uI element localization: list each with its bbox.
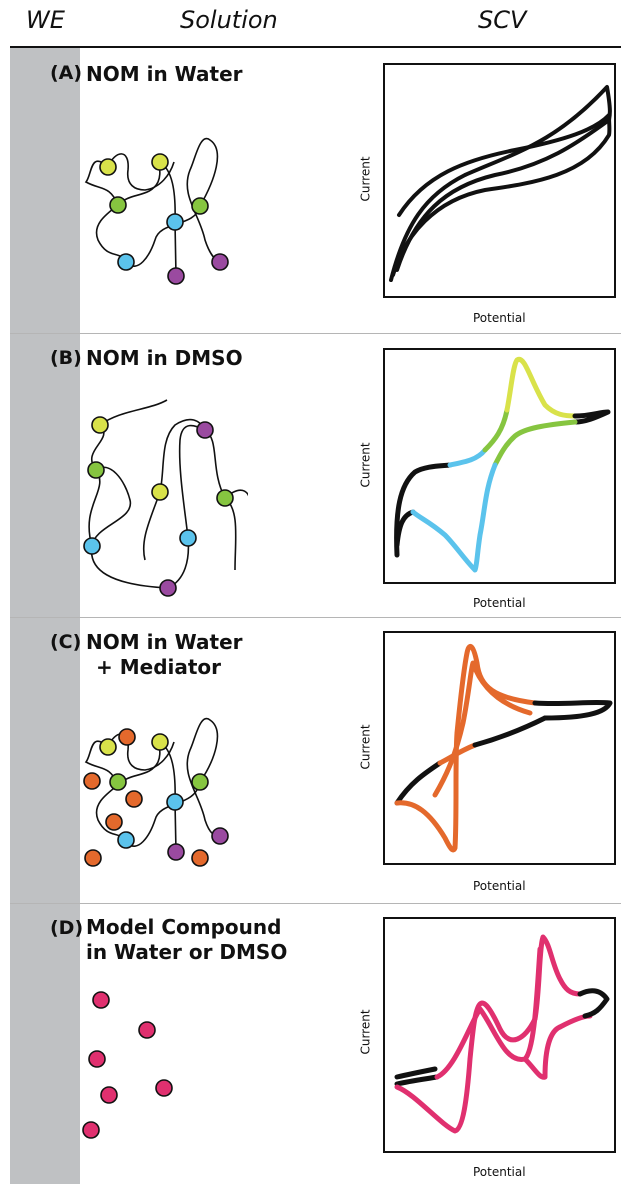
- compound-pink: [138, 1021, 156, 1039]
- molecule-blue: [117, 253, 135, 271]
- working-electrode-bar: [10, 48, 80, 1184]
- compound-pink: [155, 1079, 173, 1097]
- panel-a-xlabel: Potential: [473, 311, 526, 325]
- molecule-yellow: [99, 738, 117, 756]
- molecule-blue: [83, 537, 101, 555]
- panel-b-label: (B): [50, 347, 82, 369]
- compound-pink: [88, 1050, 106, 1068]
- molecule-green: [191, 197, 209, 215]
- panel-d-label: (D): [50, 917, 84, 939]
- header-we: WE: [26, 6, 65, 34]
- panel-a-cv-plot: [383, 63, 616, 298]
- molecule-green: [87, 461, 105, 479]
- panel-b-nom-illustration: [83, 399, 248, 597]
- header-scv: SCV: [478, 6, 527, 34]
- molecule-blue: [179, 529, 197, 547]
- panel-c-xlabel: Potential: [473, 879, 526, 893]
- panel-b-ylabel: Current: [358, 442, 373, 488]
- molecule-purple: [196, 421, 214, 439]
- panel-b-xlabel: Potential: [473, 596, 526, 610]
- panel-d-model-compound-illustration: [82, 991, 173, 1139]
- panel-a-nom-illustration: [84, 137, 229, 285]
- panel-a-ylabel: Current: [358, 156, 373, 202]
- panel-b-cv-plot: [383, 348, 616, 584]
- mediator-orange: [84, 849, 102, 867]
- panel-a-label: (A): [50, 62, 83, 84]
- panel-d-cv-plot: [383, 917, 616, 1153]
- molecule-green: [109, 773, 127, 791]
- compound-pink: [92, 991, 110, 1009]
- mediator-orange: [118, 728, 136, 746]
- panel-c-title-line1: NOM in Water: [86, 630, 243, 654]
- molecule-blue: [117, 831, 135, 849]
- molecule-yellow: [91, 416, 109, 434]
- panel-c-cv-plot: [383, 631, 616, 865]
- panel-c-nom-mediator-illustration: [83, 717, 229, 867]
- panel-a-title: NOM in Water: [86, 62, 243, 86]
- molecule-purple: [167, 843, 185, 861]
- molecule-blue: [166, 793, 184, 811]
- header-rule: [10, 46, 621, 48]
- row-divider-3: [10, 903, 621, 904]
- molecule-yellow: [151, 733, 169, 751]
- panel-a-cv-curve: [389, 85, 612, 282]
- panel-c-label: (C): [50, 631, 82, 653]
- panel-c-title-line2: + Mediator: [96, 655, 222, 679]
- header-solution: Solution: [180, 6, 278, 34]
- molecule-yellow: [99, 158, 117, 176]
- molecule-purple: [211, 827, 229, 845]
- mediator-orange: [125, 790, 143, 808]
- panel-b-cv-curve: [394, 356, 611, 573]
- panel-d-xlabel: Potential: [473, 1165, 526, 1179]
- compound-pink: [82, 1121, 100, 1139]
- row-divider-1: [10, 333, 621, 334]
- panel-c-cv-curve: [394, 643, 613, 853]
- panel-b-title: NOM in DMSO: [86, 346, 243, 370]
- molecule-green: [109, 196, 127, 214]
- molecule-purple: [159, 579, 177, 597]
- panel-d-title-line1: Model Compound: [86, 915, 282, 939]
- molecule-green: [191, 773, 209, 791]
- mediator-orange: [105, 813, 123, 831]
- panel-c-ylabel: Current: [358, 724, 373, 770]
- molecule-green: [216, 489, 234, 507]
- panel-d-ylabel: Current: [358, 1009, 373, 1055]
- row-divider-2: [10, 617, 621, 618]
- molecule-yellow: [151, 483, 169, 501]
- molecule-purple: [211, 253, 229, 271]
- molecule-purple: [167, 267, 185, 285]
- mediator-orange: [191, 849, 209, 867]
- mediator-orange: [83, 772, 101, 790]
- compound-pink: [100, 1086, 118, 1104]
- molecule-blue: [166, 213, 184, 231]
- panel-d-title-line2: in Water or DMSO: [86, 940, 288, 964]
- panel-d-cv-curve: [394, 934, 610, 1134]
- molecule-yellow: [151, 153, 169, 171]
